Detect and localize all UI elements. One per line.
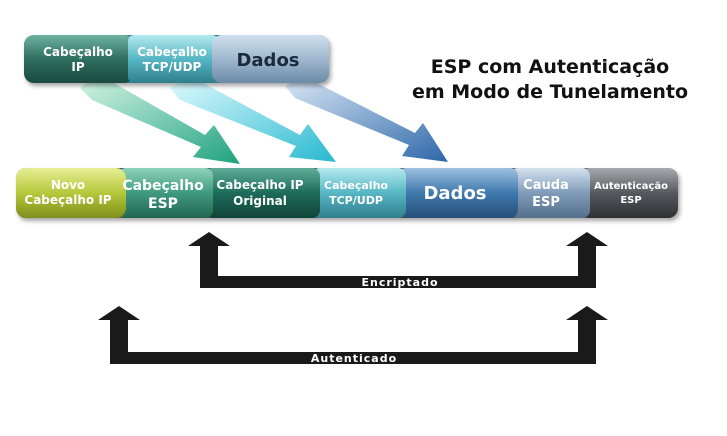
esp-auth-label-1: Autenticação [594, 181, 668, 192]
esp-tcp-udp-label-2: TCP/UDP [329, 194, 383, 207]
original-tcp-udp-label-1: Cabeçalho [137, 45, 207, 59]
tcp-udp-flow-arrow [170, 76, 336, 162]
original-tcp-udp-label-2: TCP/UDP [143, 60, 202, 74]
original-tcp-udp-segment [128, 35, 218, 83]
encrypted-left-arrow [188, 232, 230, 276]
data-flow-arrow [285, 76, 448, 162]
original-data-label: Dados [236, 50, 299, 71]
encrypted-bar [200, 276, 596, 288]
new-ip-header-segment [16, 168, 126, 218]
authenticated-left-arrow [98, 306, 140, 352]
esp-header-segment [118, 168, 213, 218]
esp-trailer-segment [510, 168, 590, 218]
esp-original-ip-label-2: Original [233, 194, 287, 208]
esp-auth-label-2: ESP [620, 195, 641, 206]
esp-original-ip-segment [205, 168, 320, 218]
authenticated-right-arrow [566, 306, 608, 352]
original-ip-header-segment [24, 35, 134, 83]
encrypted-label: Encriptado [361, 276, 438, 289]
ip-header-flow-arrow [80, 74, 240, 164]
new-ip-header-label-2: Cabeçalho IP [24, 193, 111, 207]
diagram-title-line-2: em Modo de Tunelamento [412, 81, 688, 103]
esp-header-label-1: Cabeçalho [122, 178, 204, 194]
diagram-title-line-1: ESP com Autenticação [431, 56, 669, 78]
esp-auth-segment [580, 168, 678, 218]
esp-tcp-udp-segment [312, 168, 406, 218]
esp-trailer-label-2: ESP [532, 195, 560, 210]
original-data-segment [212, 35, 329, 83]
authenticated-bar [110, 352, 596, 364]
original-ip-header-label-1: Cabeçalho [43, 45, 113, 59]
encrypted-right-arrow [566, 232, 608, 276]
flow-arrows [80, 74, 448, 164]
authenticated-bracket: Autenticado [98, 306, 608, 365]
esp-packet: Novo Cabeçalho IP Cabeçalho ESP Cabeçalh… [16, 168, 678, 218]
esp-tcp-udp-label-1: Cabeçalho [324, 179, 388, 192]
original-ip-header-label-2: IP [71, 60, 84, 74]
authenticated-label: Autenticado [311, 352, 397, 365]
esp-original-ip-label-1: Cabeçalho IP [216, 178, 303, 192]
esp-trailer-label-1: Cauda [523, 178, 569, 193]
encrypted-bracket: Encriptado [188, 232, 608, 289]
esp-data-segment [398, 168, 518, 218]
esp-data-label: Dados [423, 183, 486, 204]
original-packet: Cabeçalho IP Cabeçalho TCP/UDP Dados [24, 35, 329, 83]
new-ip-header-label-1: Novo [51, 178, 85, 192]
esp-header-label-2: ESP [148, 196, 178, 212]
